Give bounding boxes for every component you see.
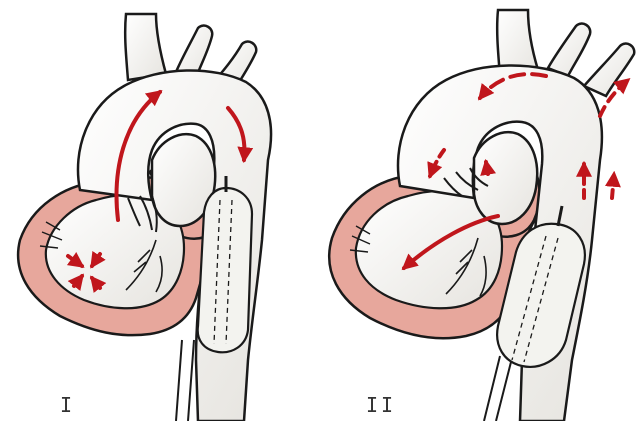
panel-label-1: I bbox=[60, 393, 75, 417]
panel-2-systole bbox=[329, 10, 634, 421]
pulmonary-artery bbox=[474, 132, 537, 224]
panel-1-diastole bbox=[18, 14, 271, 421]
left-subclavian-artery bbox=[584, 44, 634, 96]
balloon bbox=[198, 188, 252, 352]
brachiocephalic-artery bbox=[125, 14, 166, 80]
flow-arrow-suction-2 bbox=[612, 174, 614, 198]
panel-label-2: II bbox=[366, 393, 396, 417]
flow-arrow-valve bbox=[486, 162, 488, 174]
left-carotid-artery bbox=[548, 24, 590, 76]
catheter-shaft bbox=[484, 356, 512, 421]
catheter-shaft bbox=[176, 340, 194, 421]
